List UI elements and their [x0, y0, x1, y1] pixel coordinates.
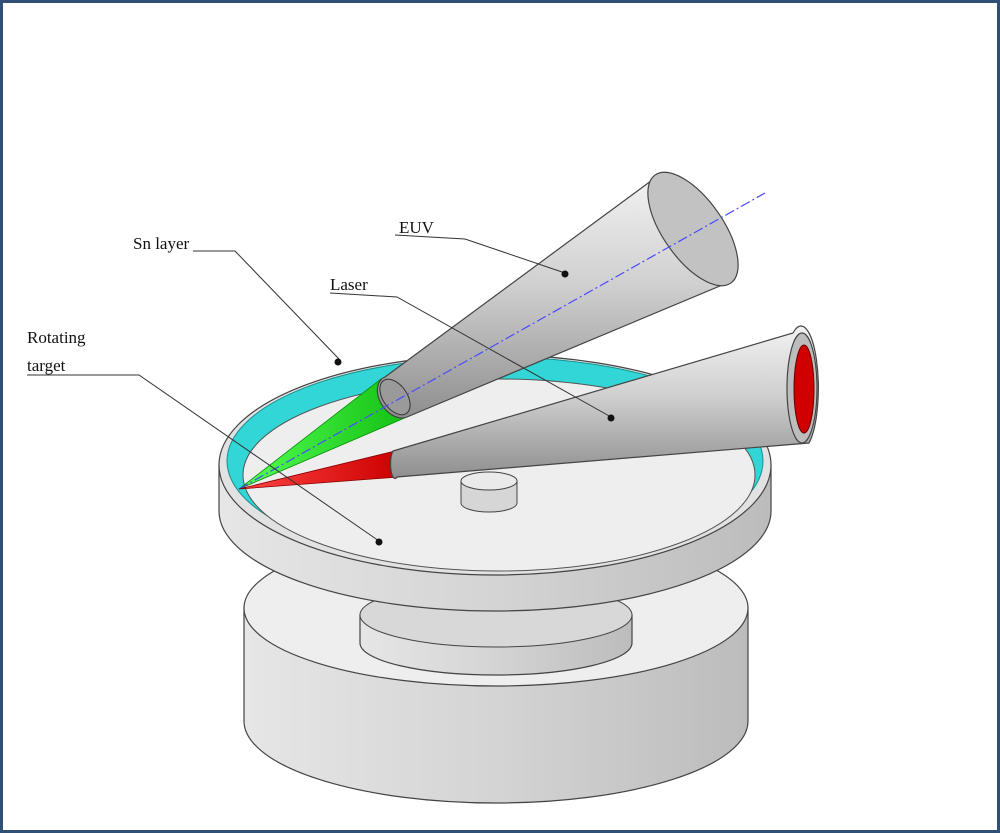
leader-lines: [27, 234, 612, 542]
laser-cone: [389, 325, 819, 480]
label-laser: Laser: [330, 275, 368, 294]
optical-axis: [238, 192, 766, 490]
label-euv: EUV: [399, 218, 435, 237]
euv-source-diagram: Sn layer EUV Laser Rotating target: [27, 171, 819, 804]
leader-dots: [334, 270, 615, 546]
label-target: target: [27, 356, 66, 375]
euv-cone: [376, 171, 739, 419]
label-rotating: Rotating: [27, 328, 86, 347]
label-sn-layer: Sn layer: [133, 234, 190, 253]
